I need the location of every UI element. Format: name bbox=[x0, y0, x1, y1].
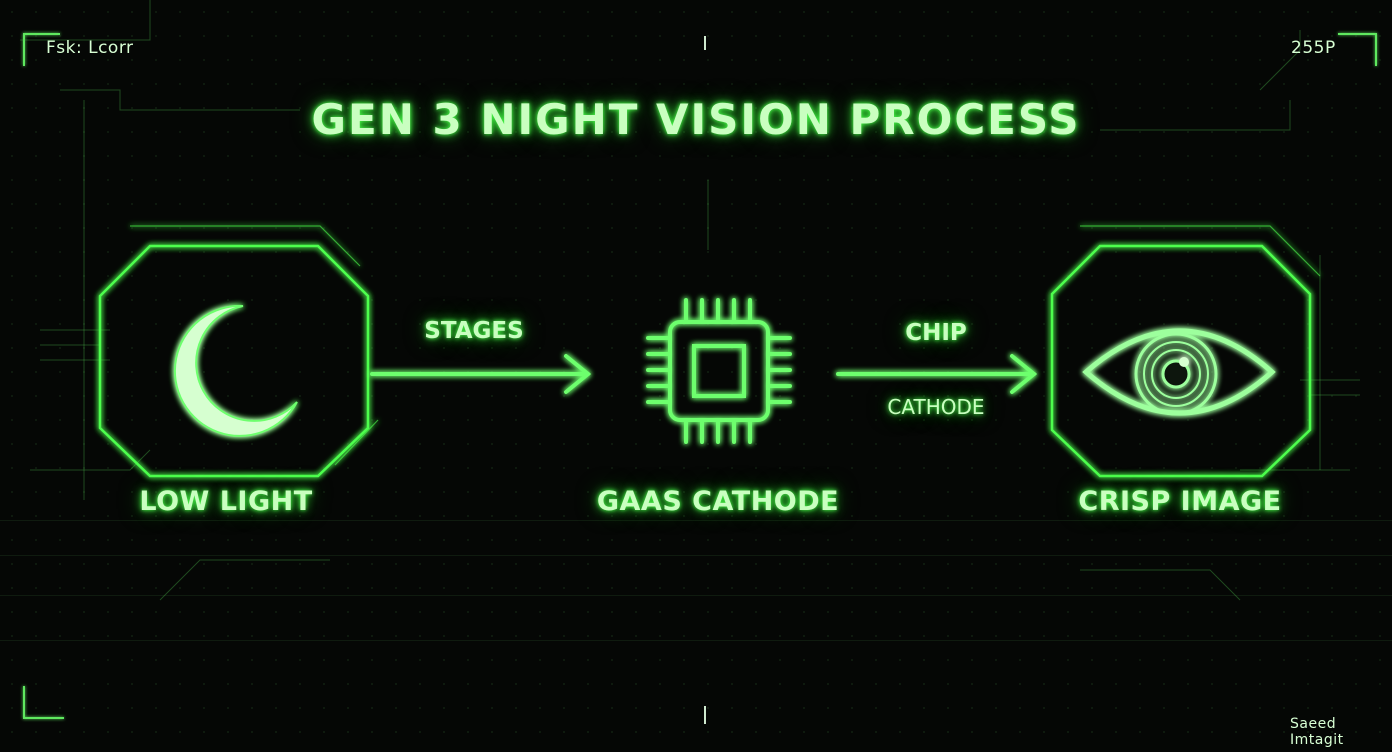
low-light-frame bbox=[98, 244, 370, 478]
scanline bbox=[0, 640, 1392, 641]
crisp-image-frame bbox=[1050, 244, 1312, 478]
arrow-2-sublabel: CATHODE bbox=[887, 395, 985, 419]
corner-bracket-top-left bbox=[23, 33, 60, 66]
stage-label-crisp-image: CRISP IMAGE bbox=[1078, 486, 1282, 517]
corner-bracket-bottom-left bbox=[23, 686, 64, 719]
corner-bracket-top-right bbox=[1338, 33, 1377, 66]
hud-top-right-readout: 255P bbox=[1291, 38, 1336, 58]
arrow-1-label: STAGES bbox=[424, 318, 524, 344]
hud-top-left-readout: Fsk: Lcorr bbox=[46, 38, 134, 58]
stage-label-low-light: LOW LIGHT bbox=[139, 486, 313, 517]
diagram-title: GEN 3 NIGHT VISION PROCESS bbox=[311, 95, 1081, 144]
chip-icon bbox=[646, 298, 792, 444]
stage-label-gaas-cathode: GAAS CATHODE bbox=[596, 486, 840, 517]
scanline bbox=[0, 595, 1392, 596]
hud-bottom-right-caption: Saeed Imtagit bbox=[1290, 716, 1344, 748]
scanline bbox=[0, 520, 1392, 521]
arrow-stages bbox=[370, 354, 592, 394]
center-tick-top bbox=[704, 36, 706, 50]
arrow-2-label: CHIP bbox=[905, 320, 967, 346]
scanline bbox=[0, 555, 1392, 556]
arrow-chip bbox=[836, 354, 1038, 394]
eye-icon bbox=[1082, 328, 1276, 416]
center-tick-bottom bbox=[704, 706, 706, 724]
moon-icon bbox=[173, 304, 298, 437]
